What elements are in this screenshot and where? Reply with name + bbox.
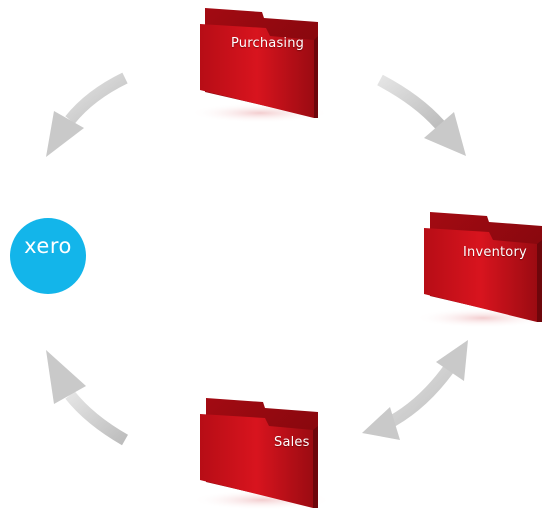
inventory-folder-icon bbox=[415, 212, 551, 328]
xero-logo-text: xero bbox=[24, 234, 72, 258]
inventory-label: Inventory bbox=[463, 245, 527, 260]
purchasing-label: Purchasing bbox=[231, 36, 305, 51]
xero-logo bbox=[10, 218, 86, 294]
arrow-sales-to-xero bbox=[46, 350, 128, 446]
arrow-purchasing-to-inventory bbox=[377, 74, 466, 156]
purchasing-folder-icon bbox=[190, 8, 330, 123]
sales-label: Sales bbox=[274, 435, 310, 450]
sales-folder-icon bbox=[192, 398, 332, 510]
arrow-inventory-sales-bidirectional bbox=[362, 340, 468, 440]
arrow-purchasing-to-xero bbox=[46, 72, 128, 157]
